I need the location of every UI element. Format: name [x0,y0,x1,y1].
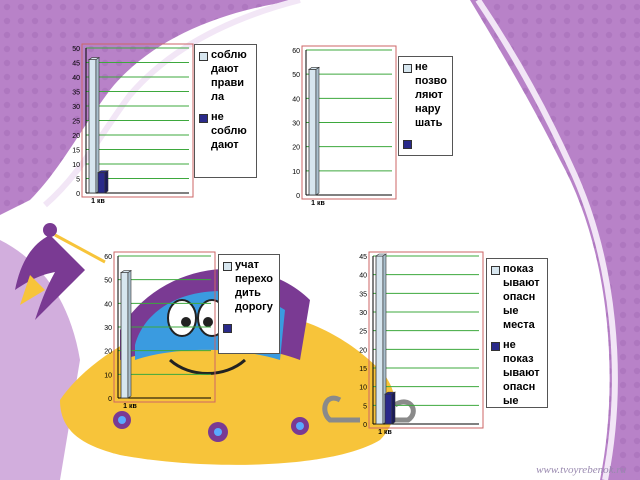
x-tick-label: 1 кв [91,198,105,205]
bar-side-series-2 [104,170,109,194]
legend-label: не позво ляют нару шать [415,61,448,129]
y-tick-label: 50 [72,46,80,53]
chart-3-plot: 0 10 20 30 40 50 60 1 кв [104,251,216,410]
bar-series-1 [120,272,129,399]
legend-item-series-1: не позво ляют нару шать [403,60,448,130]
watermark: www.tvoyrebenok.ru [536,464,626,476]
y-tick-label: 5 [76,177,80,184]
legend-item-series-2: не соблю дают [199,110,252,152]
y-tick-label: 30 [104,325,112,332]
y-tick-label: 30 [359,310,367,317]
y-tick-label: 35 [359,291,367,298]
y-tick-label: 30 [292,121,300,128]
plot-frame [368,251,484,429]
y-tick-label: 45 [359,254,367,261]
legend-label: не соблю дают [211,111,247,151]
y-tick-label: 0 [296,193,300,200]
y-tick-label: 20 [72,133,80,140]
y-tick-label: 20 [292,145,300,152]
chart-3-legend: учат перехо дить дорогу [218,254,280,354]
plot-frame [113,251,216,403]
chart-2: 0 10 20 30 40 50 60 1 кв [278,42,397,217]
y-tick-label: 15 [72,148,80,155]
legend-swatch-dark [491,342,500,351]
y-tick-label: 25 [72,119,80,126]
legend-swatch-light [223,262,232,271]
y-tick-label: 25 [359,329,367,336]
y-tick-label: 10 [359,385,367,392]
y-tick-label: 60 [292,48,300,55]
legend-swatch-dark [223,324,232,333]
legend-label: показ ывают опасн ые места [503,263,540,331]
y-tick-label: 60 [104,254,112,261]
bar-side-series-2 [391,391,396,425]
chart-1: 0 5 10 15 20 25 30 35 40 45 50 1 кв [58,40,194,215]
y-tick-label: 0 [363,422,367,429]
legend-item-series-1: показ ывают опасн ые места [491,262,543,332]
x-tick-label: 1 кв [378,429,392,436]
y-tick-label: 40 [292,96,300,103]
bar-series-1 [308,68,317,196]
legend-swatch-dark [403,140,412,149]
y-tick-label: 30 [72,104,80,111]
plot-frame [81,43,194,198]
y-tick-label: 20 [104,349,112,356]
legend-swatch-light [491,266,500,275]
legend-label: не показ ывают опасн ые [503,339,540,407]
y-tick-label: 15 [359,366,367,373]
y-tick-label: 40 [359,273,367,280]
y-tick-label: 50 [292,72,300,79]
chart-4: 0 5 10 15 20 25 30 35 40 45 1 кв [345,248,484,446]
legend-label: соблю дают прави ла [211,49,247,103]
chart-2-plot: 0 10 20 30 40 50 60 1 кв [292,45,397,207]
legend-swatch-dark [199,114,208,123]
y-tick-label: 40 [104,301,112,308]
legend-swatch-light [403,64,412,73]
y-tick-label: 0 [76,191,80,198]
y-tick-label: 40 [72,75,80,82]
bar-series-2 [384,393,393,425]
legend-swatch-light [199,52,208,61]
bar-side-series-1 [315,66,320,196]
y-tick-label: 0 [108,396,112,403]
y-tick-label: 10 [292,169,300,176]
chart-4-legend: показ ывают опасн ые места не показ ываю… [486,258,548,408]
legend-item-series-1: соблю дают прави ла [199,48,252,104]
y-tick-label: 10 [72,162,80,169]
y-tick-label: 50 [104,278,112,285]
plot-frame [301,45,397,200]
y-tick-label: 20 [359,347,367,354]
chart-1-plot: 0 5 10 15 20 25 30 35 40 45 50 1 кв [72,43,194,205]
chart-4-plot: 0 5 10 15 20 25 30 35 40 45 1 кв [359,251,484,436]
chart-1-legend: соблю дают прави ла не соблю дают [194,44,257,178]
bar-series-1 [375,255,384,425]
legend-item-series-2: не показ ывают опасн ые [491,338,543,408]
chart-2-legend: не позво ляют нару шать [398,56,453,156]
x-tick-label: 1 кв [123,403,137,410]
legend-item-series-1: учат перехо дить дорогу [223,258,275,314]
bar-series-2 [97,172,106,194]
chart-3: 0 10 20 30 40 50 60 1 кв [90,248,216,420]
legend-label: учат перехо дить дорогу [235,259,274,313]
y-tick-label: 35 [72,90,80,97]
y-tick-label: 5 [363,403,367,410]
y-tick-label: 45 [72,61,80,68]
bar-series-1 [88,59,97,194]
bar-side-series-1 [127,270,132,399]
y-tick-label: 10 [104,372,112,379]
x-tick-label: 1 кв [311,200,325,207]
